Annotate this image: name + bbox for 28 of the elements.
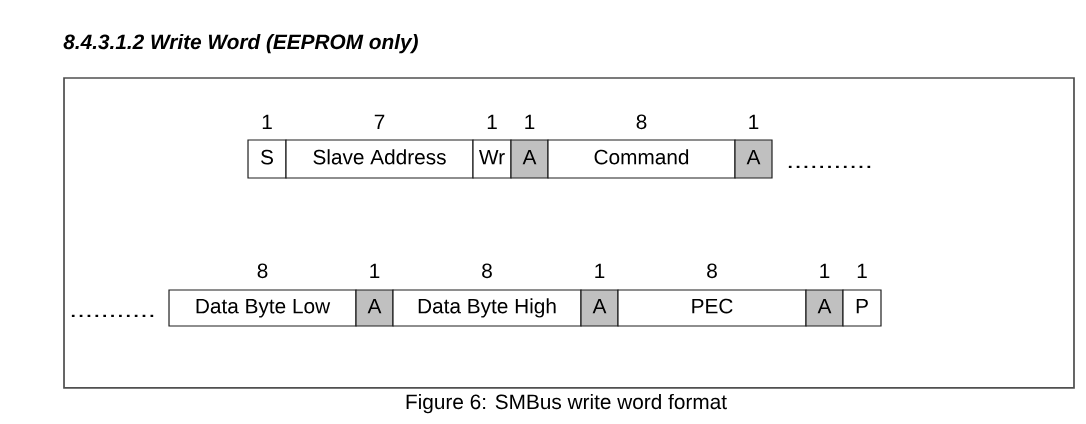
bit-count: 1 — [820, 263, 830, 278]
field-cell: Wr — [472, 139, 512, 179]
bit-count: 1 — [595, 263, 605, 278]
field-cell: A — [580, 289, 619, 327]
bit-count: 1 — [749, 114, 759, 129]
field-cell: S — [247, 139, 287, 179]
bit-count: 8 — [636, 114, 647, 130]
field-cell: Data Byte High — [392, 289, 582, 327]
bit-count: 1 — [487, 114, 497, 129]
field-cell: A — [734, 139, 773, 179]
field-cell: A — [355, 289, 394, 327]
bit-count: 8 — [257, 263, 268, 279]
field-cell: PEC — [617, 289, 807, 327]
field-cell: P — [842, 289, 882, 327]
field-cell: A — [805, 289, 844, 327]
field-cell: A — [510, 139, 549, 179]
field-cell: Data Byte Low — [168, 289, 357, 327]
bit-count: 8 — [482, 263, 492, 279]
bit-count: 1 — [525, 114, 535, 129]
field-cell: Command — [547, 139, 736, 179]
continuation-dots: ........... — [788, 165, 871, 168]
figure-caption: Figure 6: SMBus write word format — [406, 393, 727, 414]
bit-count: 7 — [374, 114, 385, 129]
bit-count: 1 — [370, 263, 380, 278]
bit-count: 1 — [857, 263, 867, 278]
section-heading: 8.4.3.1.2 Write Word (EEPROM only) — [63, 33, 418, 54]
bit-count: 8 — [707, 263, 717, 279]
bit-count: 1 — [262, 114, 272, 129]
